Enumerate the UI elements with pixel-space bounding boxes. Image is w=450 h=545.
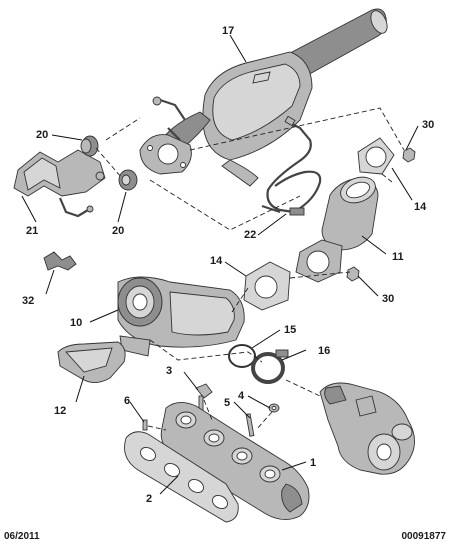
callout-14-lower: 14	[210, 255, 223, 267]
callout-1: 1	[310, 457, 316, 469]
nut-30-upper	[402, 147, 416, 163]
callout-22: 22	[244, 229, 256, 241]
callout-15: 15	[284, 324, 296, 336]
stud-6	[142, 419, 148, 431]
clip-32	[43, 251, 77, 271]
callout-16: 16	[318, 345, 330, 357]
nut-30-lower	[346, 266, 360, 282]
gasket-14-upper	[357, 137, 395, 175]
callout-10: 10	[70, 317, 82, 329]
callout-6: 6	[124, 395, 130, 407]
callout-30-upper: 30	[422, 119, 434, 131]
rubber-mount-upper	[80, 135, 99, 157]
particulate-filter	[157, 8, 388, 187]
bolt-3	[195, 383, 213, 415]
callout-2: 2	[146, 493, 152, 505]
callout-21: 21	[26, 225, 38, 237]
heat-shield-12	[57, 341, 126, 383]
callout-12: 12	[54, 405, 66, 417]
gasket-14-lower	[243, 261, 291, 311]
leader-lines	[21, 34, 419, 495]
clamp-16	[251, 349, 289, 384]
washer-4	[268, 403, 280, 413]
footer-date: 06/2011	[4, 531, 40, 542]
exhaust-manifold-1	[160, 402, 310, 520]
callout-17: 17	[222, 25, 234, 37]
pressure-sensor-wire	[261, 115, 322, 216]
callout-20-upper: 20	[36, 129, 48, 141]
callout-30-lower: 30	[382, 293, 394, 305]
turbocharger	[319, 382, 415, 475]
rubber-mount-lower	[118, 169, 138, 191]
callout-20-lower: 20	[112, 225, 124, 237]
callout-11: 11	[392, 251, 404, 263]
callout-3: 3	[166, 365, 172, 377]
callout-4: 4	[238, 390, 245, 402]
stud-5	[245, 413, 255, 437]
manifold-gasket-2	[124, 431, 239, 523]
assembly-lines	[95, 107, 405, 431]
callout-14-upper: 14	[414, 201, 427, 213]
intermediate-pipe-11	[295, 176, 379, 283]
callout-32: 32	[22, 295, 34, 307]
o-ring-15	[228, 344, 256, 368]
bracket-21	[13, 149, 106, 218]
egr-tube	[152, 96, 186, 141]
filter-inlet-flange	[139, 134, 192, 175]
catalytic-converter-10	[117, 276, 245, 357]
callout-5: 5	[224, 397, 230, 409]
footer-reference: 00091877	[402, 531, 447, 542]
